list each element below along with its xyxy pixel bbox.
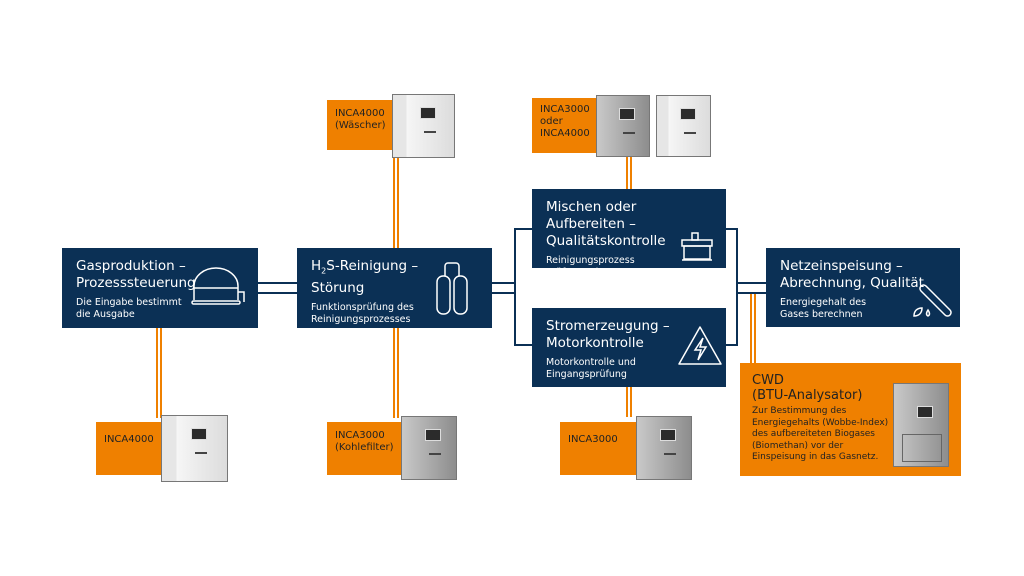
connector (736, 228, 738, 346)
connector (736, 282, 766, 294)
inca4000-device-image (656, 95, 711, 157)
stage-title: Netzeinspeisung –Abrechnung, Qualität (780, 258, 924, 291)
connector (393, 155, 399, 248)
stage-h2s-cleaning: H2S-Reinigung –Störung Funktionsprüfung … (297, 248, 492, 328)
analyzer-label-inca4000-scrubber: INCA4000(Wäscher) (327, 100, 399, 150)
inca3000-device-image (596, 95, 650, 157)
cwd-title: CWD(BTU-Analysator) (752, 373, 863, 403)
connector (726, 228, 738, 230)
connector (514, 228, 516, 346)
analyzer-label-inca3000-carbon-filter: INCA3000(Kohlefilter) (327, 422, 401, 475)
inca4000-device-image (392, 94, 455, 158)
connector (626, 387, 632, 417)
stage-title: Gasproduktion –Prozesssteuerung (76, 258, 196, 291)
connector (514, 228, 532, 230)
stage-title: H2S-Reinigung –Störung (311, 258, 419, 296)
stage-gas-production: Gasproduktion –Prozesssteuerung Die Eing… (62, 248, 258, 328)
tank-icon (681, 232, 713, 261)
cwd-description: Zur Bestimmung des Energiegehalts (Wobbe… (752, 406, 889, 462)
stage-grid-feed-in: Netzeinspeisung –Abrechnung, Qualität En… (766, 248, 960, 327)
connector (514, 344, 532, 346)
connector (492, 282, 516, 294)
inca4000-device-image (161, 415, 228, 482)
analyzer-label-inca3000-power: INCA3000 (560, 422, 636, 475)
connector (258, 282, 298, 294)
stage-title: Mischen oder Aufbereiten –Qualitätskontr… (546, 199, 666, 249)
inca3000-device-image (636, 416, 692, 480)
analyzer-label-inca4000: INCA4000 (96, 422, 166, 475)
connector (626, 155, 632, 189)
connector (393, 328, 399, 418)
cwd-analyzer-panel: CWD(BTU-Analysator) Zur Bestimmung des E… (740, 363, 961, 476)
lightning-warning-icon (678, 326, 722, 365)
connector (750, 293, 756, 363)
stage-title: Stromerzeugung –Motorkontrolle (546, 318, 670, 351)
gas-dome-icon (191, 267, 245, 305)
inca3000-device-image (401, 416, 457, 480)
pipeline-icon (913, 284, 952, 317)
gas-cylinders-icon (436, 262, 468, 315)
stage-power-generation: Stromerzeugung –Motorkontrolle Motorkont… (532, 308, 726, 387)
connector (156, 328, 162, 418)
cwd-device-image (893, 383, 949, 467)
stage-mixing: Mischen oder Aufbereiten –Qualitätskontr… (532, 189, 726, 278)
connector (726, 344, 738, 346)
